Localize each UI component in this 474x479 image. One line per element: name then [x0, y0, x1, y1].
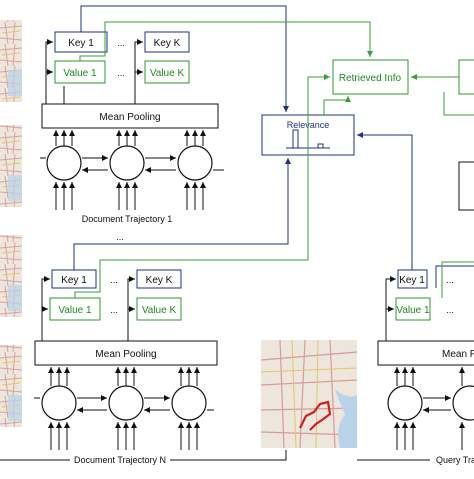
map-thumbnails-column — [0, 20, 22, 427]
value-k-label: Value K — [150, 68, 185, 79]
value-k-box — [136, 297, 182, 321]
value-k-label: Value K — [142, 305, 177, 316]
vertical-ellipsis: ... — [116, 232, 124, 242]
mean-pooling-box — [41, 103, 219, 129]
relevance-to-retrieved-arrow — [323, 96, 351, 115]
document-trajectory-n-block: Key 1 ... Key K Value 1 ... Value K Mean… — [34, 269, 218, 465]
ellipsis: ... — [117, 68, 125, 78]
retrieved-info-label: Retrieved Info — [339, 73, 402, 84]
document-trajectory-1-label: Document Trajectory 1 — [82, 214, 173, 224]
value-to-retrieved-arrow — [74, 74, 330, 298]
value-1-label: Value 1 — [396, 305, 430, 316]
query-map-image — [260, 339, 358, 449]
key-k-box — [144, 31, 190, 53]
document-to-query-line — [0, 450, 287, 461]
rnn-cell — [387, 385, 423, 421]
document-trajectory-n-label: Document Trajectory N — [74, 455, 166, 465]
retrieved-info-box — [332, 59, 409, 95]
document-trajectory-1-block: Key 1 ... Key K Value 1 ... Value K Mean… — [40, 31, 224, 224]
value-1-label: Value 1 — [58, 305, 92, 316]
ellipsis: ... — [446, 275, 454, 285]
relevance-bar — [317, 143, 324, 149]
rnn-cell — [171, 385, 207, 421]
side-box-partial — [458, 161, 474, 211]
query-key-k-line — [435, 265, 474, 288]
query-route — [299, 400, 332, 431]
ellipsis: ... — [110, 275, 118, 285]
rnn-cell — [109, 145, 145, 181]
value-1-box — [395, 297, 431, 321]
rnn-cell — [177, 145, 213, 181]
mean-pooling-box — [34, 340, 218, 366]
key-1-label: Key 1 — [68, 38, 94, 49]
mean-pooling-label: Mean Pooling — [442, 349, 474, 360]
key-1-label: Key 1 — [399, 275, 425, 286]
value-to-retrieved-arrow — [79, 21, 373, 61]
key-1-label: Key 1 — [61, 275, 87, 286]
key-to-relevance-arrow — [73, 158, 291, 270]
key-k-label: Key K — [154, 38, 181, 49]
mean-pooling-box — [377, 340, 474, 366]
key-k-box — [136, 269, 182, 289]
ellipsis: ... — [110, 305, 118, 315]
output-box-partial — [458, 59, 474, 95]
rnn-cell — [108, 385, 144, 421]
query-value-k-line — [441, 261, 474, 298]
ellipsis: ... — [117, 38, 125, 48]
query-key-to-relevance-arrow — [357, 132, 413, 270]
value-1-label: Value 1 — [63, 68, 97, 79]
retrieved-info-block: Retrieved Info — [332, 59, 409, 95]
mean-pooling-label: Mean Pooling — [95, 349, 156, 360]
key-to-relevance-arrow — [80, 5, 289, 112]
query-trajectory-block: Key 1 ... Value 1 ... Mean Pooling Query… — [377, 269, 474, 465]
output-green-line — [443, 92, 474, 116]
key-k-label: Key K — [146, 275, 173, 286]
ellipsis: ... — [446, 305, 454, 315]
mean-pooling-label: Mean Pooling — [99, 112, 160, 123]
rnn-cell — [452, 385, 474, 421]
rnn-cell — [41, 385, 77, 421]
value-k-box — [144, 60, 190, 84]
relevance-bar — [292, 129, 299, 149]
rnn-cell — [46, 145, 82, 181]
query-trajectory-label: Query Tra — [436, 455, 474, 465]
